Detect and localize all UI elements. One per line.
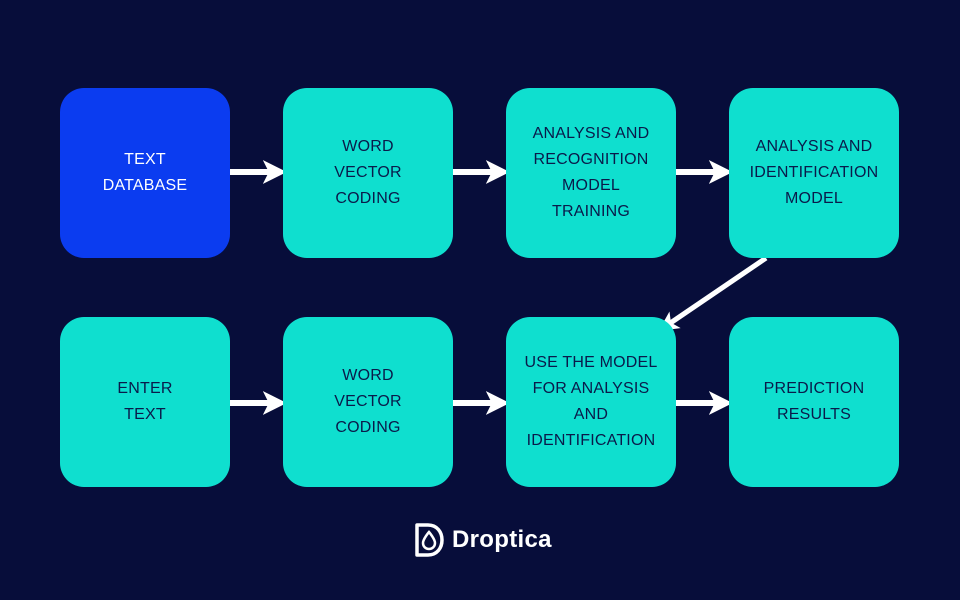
node-prediction-results: PREDICTION RESULTS (729, 317, 899, 487)
node-label: ANALYSIS AND RECOGNITION MODEL TRAINING (532, 125, 650, 220)
droptica-logo-icon (415, 523, 444, 557)
node-label: WORD VECTOR CODING (334, 138, 402, 207)
brand-name: Droptica (452, 526, 552, 553)
node-word-vector-coding-2: WORD VECTOR CODING (283, 317, 453, 487)
node-analysis-training: ANALYSIS AND RECOGNITION MODEL TRAINING (506, 88, 676, 258)
brand-logo: Droptica (414, 522, 552, 558)
node-analysis-identification-model: ANALYSIS AND IDENTIFICATION MODEL (729, 88, 899, 258)
node-label: WORD VECTOR CODING (334, 367, 402, 436)
node-label: TEXT DATABASE (102, 151, 188, 194)
node-text-database: TEXT DATABASE (60, 88, 230, 258)
node-use-model: USE THE MODEL FOR ANALYSIS AND IDENTIFIC… (506, 317, 676, 487)
node-label: ANALYSIS AND IDENTIFICATION MODEL (749, 138, 879, 207)
node-label: PREDICTION RESULTS (763, 380, 865, 423)
node-label: USE THE MODEL FOR ANALYSIS AND IDENTIFIC… (524, 354, 658, 449)
arrow-identification-model-to-use-model (658, 255, 768, 332)
node-enter-text: ENTER TEXT (60, 317, 230, 487)
node-word-vector-coding-1: WORD VECTOR CODING (283, 88, 453, 258)
node-label: ENTER TEXT (117, 380, 173, 423)
